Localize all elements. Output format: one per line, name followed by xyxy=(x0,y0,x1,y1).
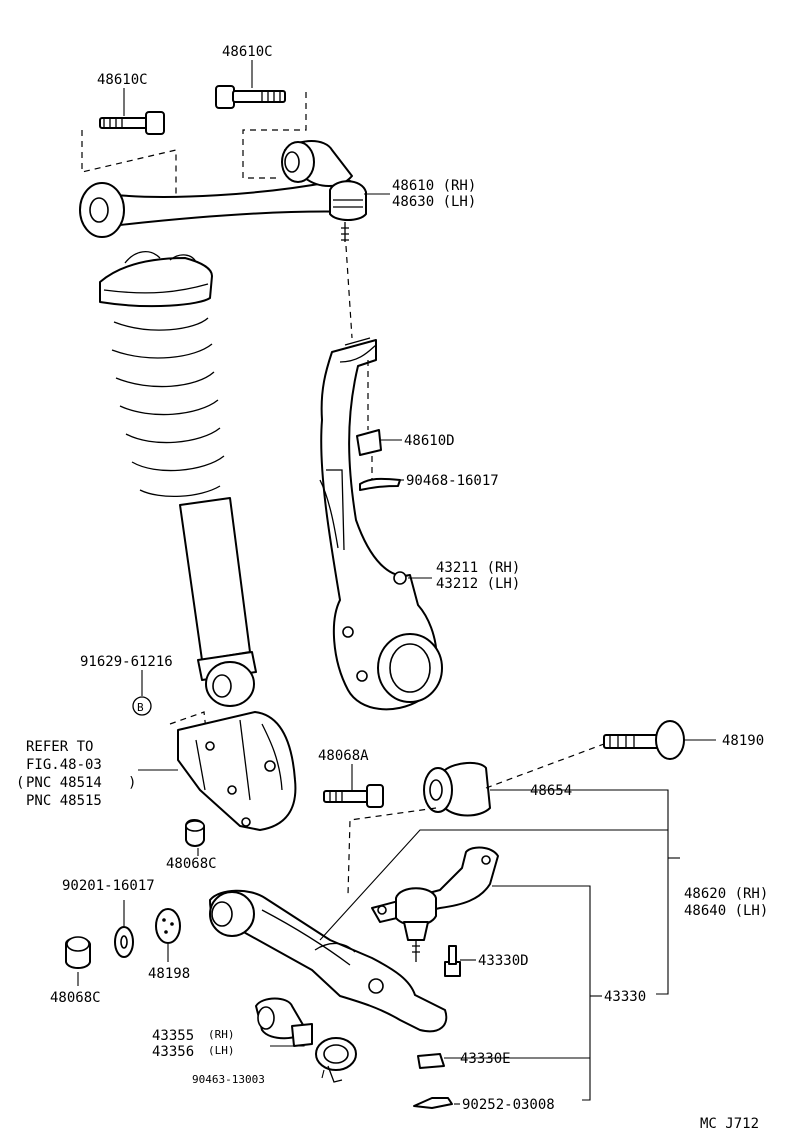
label-43330: 43330 xyxy=(604,989,646,1005)
label-43212-lh: 43212 (LH) xyxy=(436,576,520,592)
label-90463: 90463-13003 xyxy=(192,1073,265,1086)
lower-control-arm xyxy=(209,889,448,1033)
label-48610-rh: 48610 (RH) xyxy=(392,178,476,194)
refer-line-1: REFER TO xyxy=(26,739,93,755)
bushing-48654 xyxy=(423,762,491,817)
cotter-pin-90252 xyxy=(413,1097,453,1109)
bolt-guide-left xyxy=(81,130,177,198)
label-43330e: 43330E xyxy=(460,1051,511,1067)
label-43211-rh: 43211 (RH) xyxy=(436,560,520,576)
collar-48068c-mid xyxy=(185,819,205,847)
svg-text:(: ( xyxy=(16,775,24,791)
label-48610d: 48610D xyxy=(404,433,455,449)
bolt-48190 xyxy=(603,720,685,760)
label-48620-rh: 48620 (RH) xyxy=(684,886,768,902)
shock-absorber-bracket xyxy=(177,711,297,831)
bushing-guide-line xyxy=(485,743,605,789)
svg-text:): ) xyxy=(128,775,136,791)
label-43330d: 43330D xyxy=(478,953,529,969)
label-48068c-mid: 48068C xyxy=(166,856,217,872)
label-43355-side: (RH) xyxy=(208,1028,235,1041)
label-90468: 90468-16017 xyxy=(406,473,499,489)
upper-ball-joint-guide xyxy=(345,245,353,339)
bolt-43330d xyxy=(444,945,461,977)
label-43356-side: (LH) xyxy=(208,1044,235,1057)
label-48640-lh: 48640 (LH) xyxy=(684,903,768,919)
label-91629: 91629-61216 xyxy=(80,654,173,670)
refer-line-3: PNC 48514 xyxy=(26,775,102,791)
clamp-90463 xyxy=(315,1037,357,1083)
label-90201: 90201-16017 xyxy=(62,878,155,894)
label-48610c-top: 48610C xyxy=(222,44,273,60)
leader-lines xyxy=(77,60,716,1105)
marker-b: B xyxy=(132,696,152,716)
collar-48068c-low xyxy=(65,936,91,969)
bushing-guide-down xyxy=(347,807,437,896)
refer-note: REFER TO FIG.48-03 ( PNC 48514 PNC 48515… xyxy=(16,739,136,809)
label-48654: 48654 xyxy=(530,783,572,799)
nut-48610d xyxy=(356,429,382,456)
label-43356: 43356 xyxy=(152,1044,194,1060)
label-48068c-low: 48068C xyxy=(50,990,101,1006)
bolt-guide-top xyxy=(242,92,307,179)
refer-line-2: FIG.48-03 xyxy=(26,757,102,773)
lower-ball-joint xyxy=(371,846,499,962)
washer-90201 xyxy=(114,926,134,958)
upper-control-arm xyxy=(79,140,367,242)
footer-code: MC J712 xyxy=(700,1116,759,1132)
label-48068a: 48068A xyxy=(318,748,369,764)
label-48630-lh: 48630 (LH) xyxy=(392,194,476,210)
label-48198: 48198 xyxy=(148,966,190,982)
steering-knuckle xyxy=(319,337,443,711)
bolt-48068a xyxy=(323,784,384,808)
knuckle-pin-guide xyxy=(367,360,373,480)
label-48610c-left: 48610C xyxy=(97,72,148,88)
bolt-48610c-left xyxy=(99,111,165,135)
nut-43330e xyxy=(417,1053,445,1069)
marker-b-label: B xyxy=(137,701,144,714)
refer-line-4: PNC 48515 xyxy=(26,793,102,809)
cotter-pin-90468 xyxy=(359,477,401,491)
label-90252: 90252-03008 xyxy=(462,1097,555,1113)
bolt-48610c-top xyxy=(215,85,286,109)
shock-absorber-assembly xyxy=(99,251,257,707)
label-43355: 43355 xyxy=(152,1028,194,1044)
dust-boot-43355 xyxy=(255,997,313,1047)
spacer-48198 xyxy=(155,908,181,944)
label-48190: 48190 xyxy=(722,733,764,749)
